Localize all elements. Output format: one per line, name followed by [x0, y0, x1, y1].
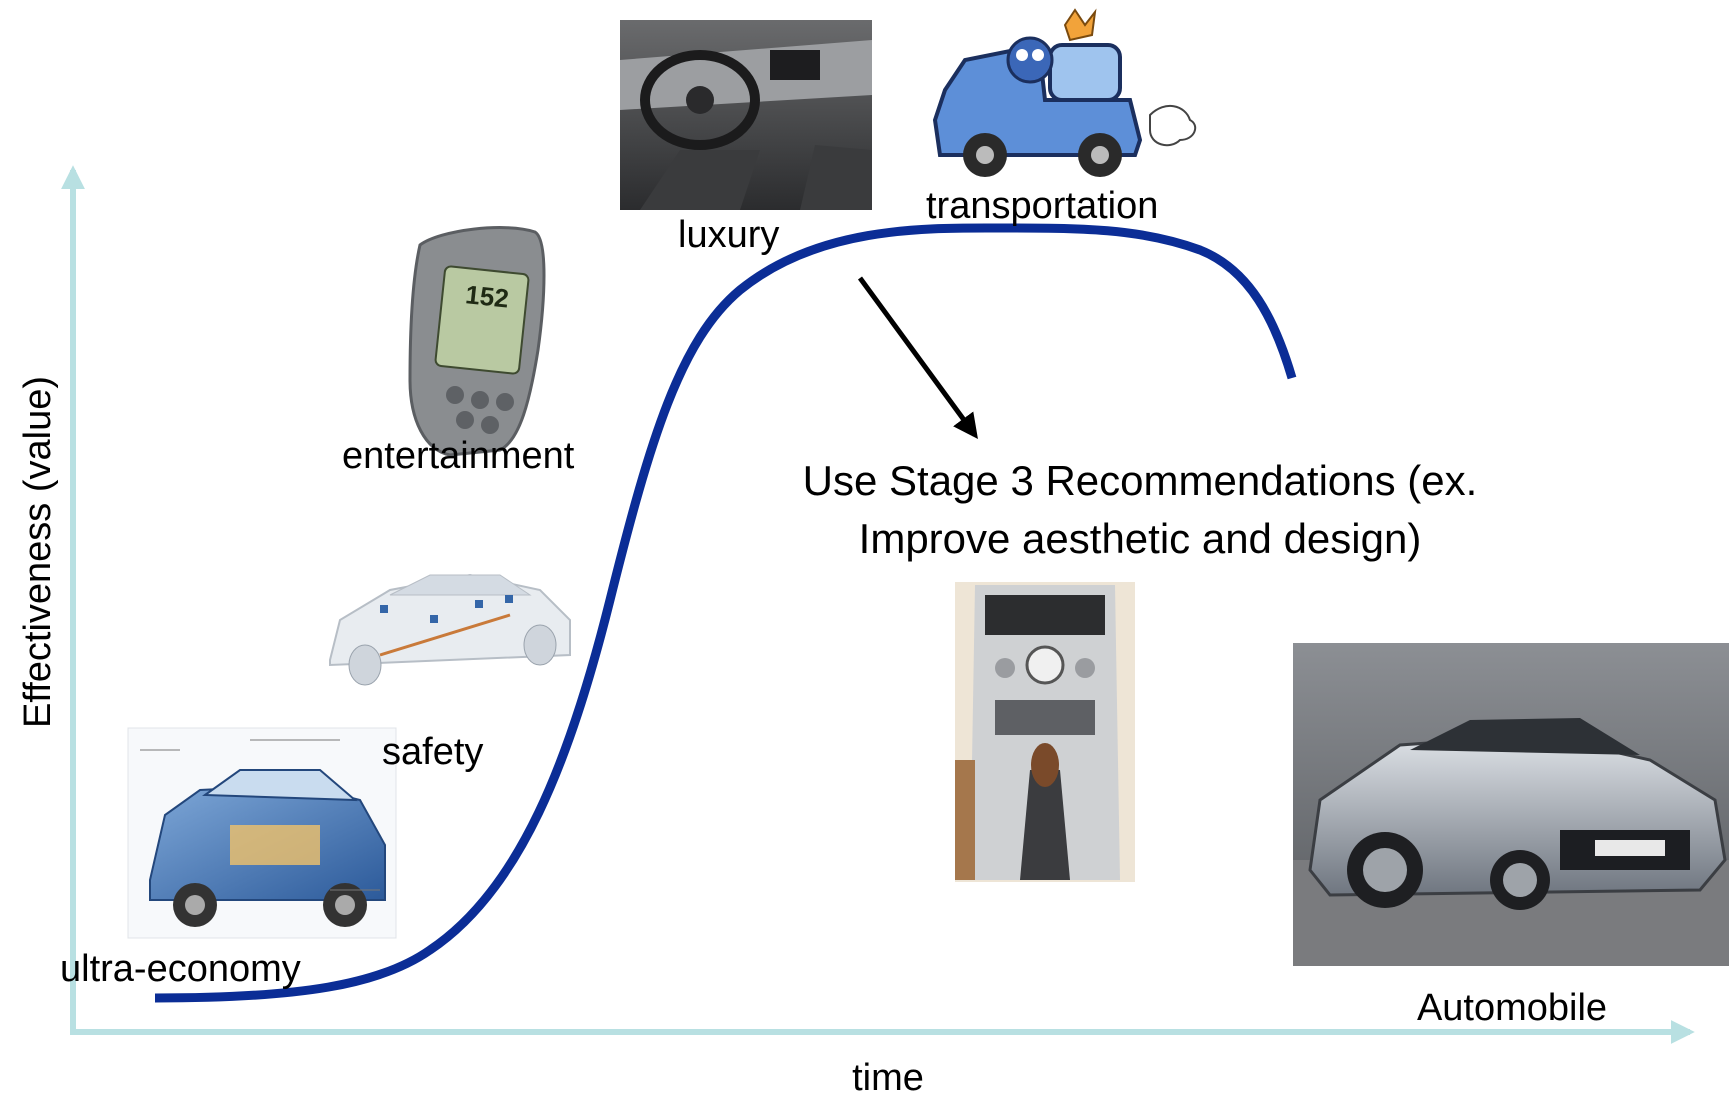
x-axis-label: time	[852, 1057, 924, 1096]
car-cutaway-image	[127, 727, 397, 939]
svg-text:152: 152	[464, 279, 510, 313]
y-axis-label: Effectiveness (value)	[17, 376, 59, 728]
recommendation-line-1: Use Stage 3 Recommendations (ex.	[803, 457, 1478, 504]
effectiveness-s-curve	[154, 223, 1297, 1003]
stage-label-entertainment: entertainment	[342, 435, 575, 477]
recommendation-arrow	[857, 276, 978, 440]
recommendation-line-2: Improve aesthetic and design)	[859, 515, 1422, 562]
sports-car-image	[1293, 643, 1729, 966]
center-console-image	[955, 582, 1135, 882]
stage-label-transportation: transportation	[926, 185, 1158, 227]
cartoon-car-image	[932, 8, 1197, 177]
handheld-gps-device-image: 152	[408, 226, 546, 457]
stage-label-ultra-economy: ultra-economy	[60, 948, 301, 990]
car-interior-image	[620, 20, 872, 210]
product-label: Automobile	[1417, 987, 1607, 1029]
transparent-car-safety-image	[285, 520, 575, 710]
stage-label-luxury: luxury	[678, 214, 779, 256]
stage-label-safety: safety	[382, 731, 483, 773]
